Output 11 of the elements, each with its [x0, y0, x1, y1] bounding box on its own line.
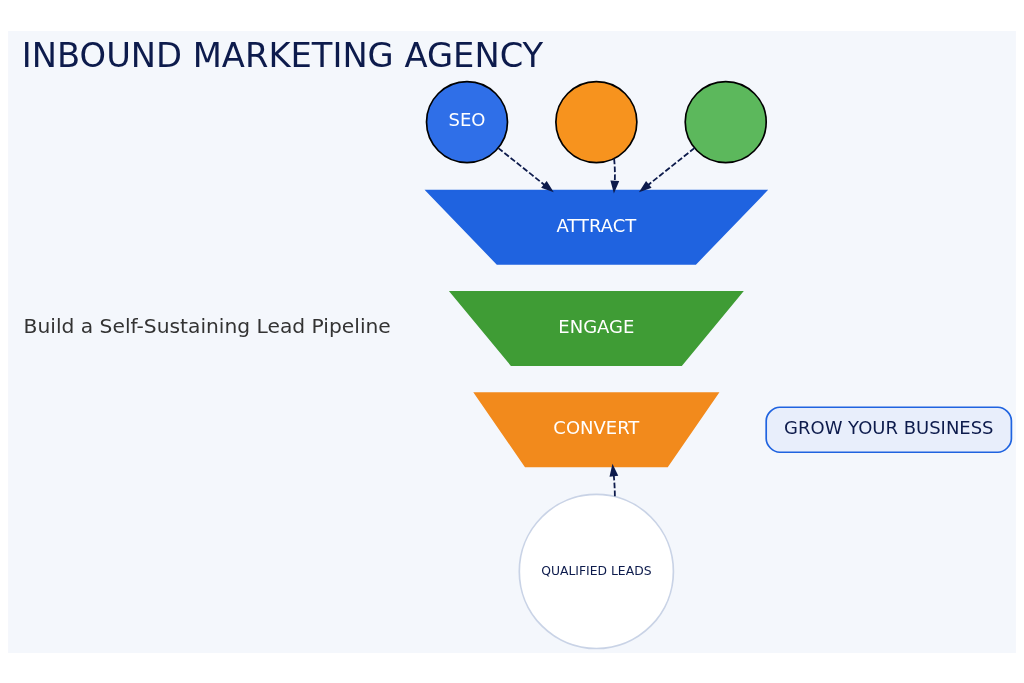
- node-circle: [684, 80, 768, 163]
- label: Build a Self-Sustaining Lead Pipeline: [23, 313, 391, 338]
- node-circle: SEO: [425, 80, 509, 163]
- arrow: [610, 157, 620, 193]
- arrow: [497, 146, 554, 192]
- node-circle: [555, 80, 638, 163]
- arrow: [638, 146, 696, 192]
- node-box: GROW YOUR BUSINESS: [765, 405, 1013, 453]
- node-circle: QUALIFIED LEADS: [518, 493, 675, 649]
- diagram-title: INBOUND MARKETING AGENCY: [21, 35, 544, 75]
- arrow: [609, 463, 619, 497]
